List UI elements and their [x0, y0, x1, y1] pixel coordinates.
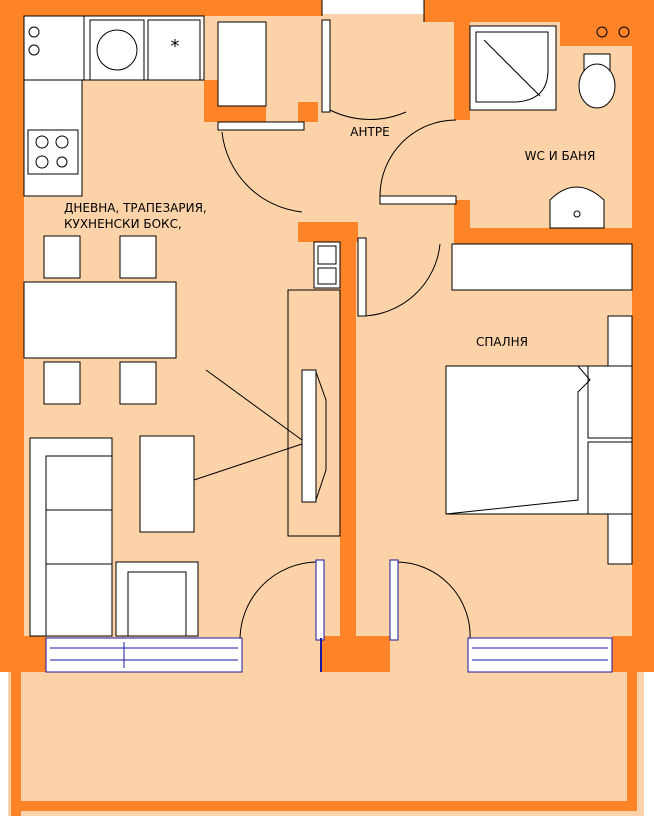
kitchen-sink	[89, 19, 145, 81]
label-entrance: АНТРЕ	[350, 125, 389, 139]
label-living-line1: ДНЕВНА, ТРАПЕЗАРИЯ,	[64, 201, 207, 215]
door-leaf-balcony-right	[389, 559, 399, 641]
wardrobe	[451, 243, 633, 291]
wall-left	[0, 0, 24, 672]
door-swing-entry	[329, 109, 407, 120]
fridge-mark: *	[171, 36, 180, 57]
door-swing-balcony-right	[395, 561, 471, 641]
window-living	[45, 637, 243, 673]
door-swing-bedroom	[361, 243, 441, 317]
door-swing-living	[221, 131, 303, 213]
label-living-line2: КУХНЕНСКИ БОКС,	[64, 217, 182, 231]
tall-cabinet	[217, 21, 267, 107]
wall-top-right	[424, 0, 654, 22]
door-leaf-balcony-left	[315, 559, 325, 641]
wall-right	[632, 0, 654, 672]
tv-view-line-1	[205, 369, 303, 441]
wall-hall-cross	[298, 222, 358, 242]
dining-chair-2	[119, 235, 157, 279]
dining-chair-4	[119, 361, 157, 405]
fridge	[147, 19, 201, 81]
wall-bottom-right	[612, 636, 654, 672]
tv-cabinet	[287, 289, 341, 537]
wall-bottom-left	[0, 636, 46, 672]
dish-rack	[23, 15, 85, 81]
sofa-seat	[45, 455, 113, 637]
wall-central	[340, 238, 356, 638]
pillow-1	[587, 365, 633, 439]
armchair-seat	[127, 571, 187, 637]
wall-bath-top	[560, 22, 632, 46]
door-swing-balcony-left	[239, 561, 317, 641]
wall-bath-bottom	[454, 228, 632, 244]
wall-bottom-middle	[322, 636, 390, 672]
balcony-edge-bottom	[0, 816, 654, 826]
nightstand-2	[607, 513, 633, 565]
wall-top-left	[0, 0, 322, 16]
label-bedroom: СПАЛНЯ	[476, 335, 528, 349]
wall-bath-left	[454, 22, 470, 120]
balcony-edge-left	[0, 672, 8, 826]
pillow-2	[587, 441, 633, 515]
wall-kitchen-post	[204, 80, 220, 122]
door-leaf-entry	[321, 19, 331, 113]
dining-chair-1	[43, 235, 81, 279]
toilet-bowl	[578, 63, 616, 109]
balcony-edge-right	[644, 672, 654, 826]
bathroom-sink	[549, 186, 605, 229]
wall-kitchen-end	[298, 102, 318, 122]
door-leaf-living	[217, 121, 305, 131]
dining-chair-3	[43, 361, 81, 405]
nightstand-1	[607, 315, 633, 367]
coffee-table	[139, 435, 195, 533]
dining-table	[23, 281, 177, 359]
label-bathroom: WC И БАНЯ	[525, 149, 596, 163]
tv-screen	[301, 369, 317, 503]
door-leaf-bedroom	[357, 237, 367, 317]
tv-view-line-2	[193, 443, 303, 481]
entry-door-opening	[322, 0, 424, 14]
stove	[27, 129, 79, 175]
window-divider-left	[320, 638, 322, 672]
door-leaf-bath	[379, 195, 457, 205]
shower-tray	[469, 25, 557, 111]
door-swing-bath	[379, 119, 457, 197]
balcony-outline	[11, 672, 637, 826]
wall-bath-post	[454, 200, 470, 244]
window-bedroom	[467, 637, 613, 673]
